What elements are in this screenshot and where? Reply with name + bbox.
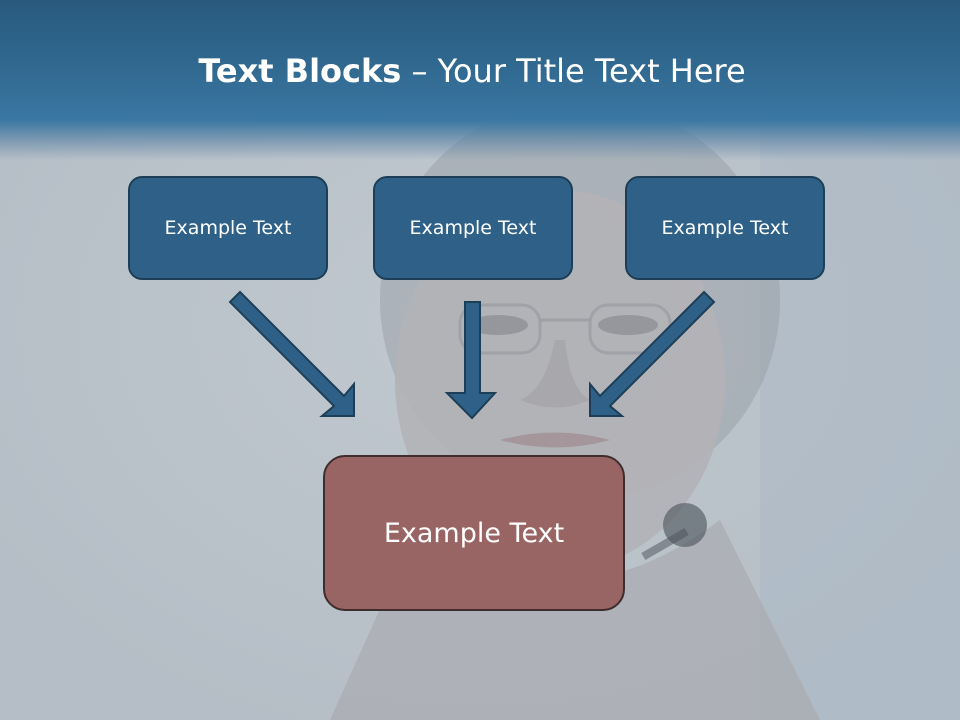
arrow-left: [228, 290, 355, 417]
title-bold: Text Blocks: [198, 52, 402, 90]
title-rest: – Your Title Text Here: [401, 52, 746, 90]
text-block-bottom[interactable]: Example Text: [323, 455, 625, 611]
text-block-top-left[interactable]: Example Text: [128, 176, 328, 280]
arrow-right: [589, 290, 716, 417]
header-band: [0, 0, 960, 160]
slide-title: Text Blocks – Your Title Text Here: [0, 52, 944, 90]
text-block-top-center[interactable]: Example Text: [373, 176, 573, 280]
arrow-center: [444, 301, 498, 420]
text-block-top-right[interactable]: Example Text: [625, 176, 825, 280]
